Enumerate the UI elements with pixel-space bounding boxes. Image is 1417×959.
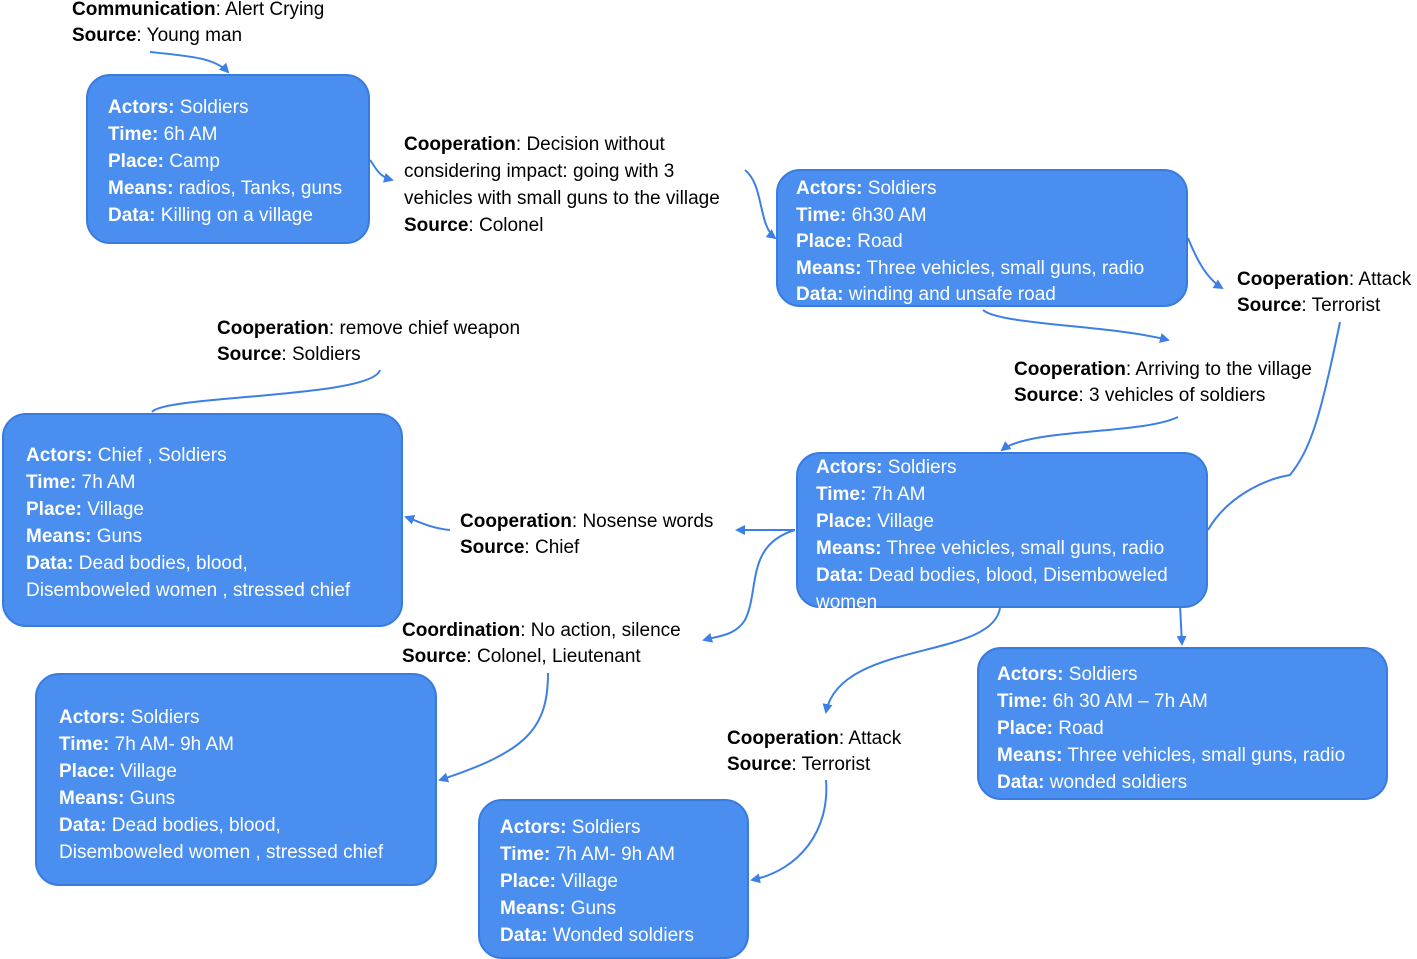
label-row: Source: Colonel, Lieutenant: [402, 646, 641, 667]
node-chief-village: Actors: Chief , Soldiers Time: 7h AM Pla…: [2, 413, 403, 627]
node-row: Place: Camp: [108, 151, 220, 172]
connector-arriving-to-village: [1000, 416, 1179, 452]
node-row: Data: Wonded soldiers: [500, 925, 694, 946]
node-row: Data: Dead bodies, blood,: [26, 553, 248, 574]
node-row: Time: 6h AM: [108, 124, 218, 145]
node-road: Actors: Soldiers Time: 6h30 AM Place: Ro…: [776, 169, 1188, 307]
node-row: Means: Three vehicles, small guns, radio: [816, 538, 1165, 559]
node-village-arrival: Actors: Soldiers Time: 7h AM Place: Vill…: [796, 452, 1208, 613]
connector-road-to-attack: [1187, 237, 1224, 290]
edge-label-silence: Coordination: No action, silence Source:…: [402, 618, 681, 670]
node-row: Data: wonded soldiers: [997, 772, 1188, 793]
connector-village-to-attack: [822, 607, 1001, 714]
label-row: Source: 3 vehicles of soldiers: [1014, 385, 1266, 406]
node-row: Actors: Soldiers: [997, 664, 1138, 685]
edge-label-nosense: Cooperation: Nosense words Source: Chief: [460, 509, 713, 561]
node-row: Disemboweled women , stressed chief: [59, 842, 384, 863]
edge-label-remove-weapon: Cooperation: remove chief weapon Source:…: [217, 316, 520, 368]
connector-camp-to-decision: [369, 159, 394, 183]
node-row: Time: 7h AM- 9h AM: [500, 844, 675, 865]
edge-label-attack-top: Cooperation: Attack Source: Terrorist: [1237, 267, 1411, 319]
node-row: Time: 7h AM: [26, 472, 136, 493]
connector-attack-to-village: [1207, 321, 1341, 531]
node-row: Actors: Soldiers: [108, 97, 249, 118]
label-row: Cooperation: Arriving to the village: [1014, 359, 1312, 380]
node-row: Actors: Soldiers: [500, 817, 641, 838]
label-row: Source: Soldiers: [217, 344, 361, 365]
edge-label-attack-bottom: Cooperation: Attack Source: Terrorist: [727, 726, 901, 778]
node-row: Actors: Chief , Soldiers: [26, 445, 227, 466]
connector-nosense-to-chief: [404, 514, 451, 531]
node-road-wounded: Actors: Soldiers Time: 6h 30 AM – 7h AM …: [977, 647, 1388, 800]
label-row: Coordination: No action, silence: [402, 620, 681, 641]
node-row: Data: Dead bodies, blood,: [59, 815, 281, 836]
node-row: Actors: Soldiers: [796, 178, 937, 199]
edge-label-arriving: Cooperation: Arriving to the village Sou…: [1014, 357, 1312, 409]
label-row: Cooperation: Attack: [727, 728, 902, 749]
node-row: Actors: Soldiers: [816, 457, 957, 478]
label-row: Source: Terrorist: [1237, 295, 1381, 316]
node-row: Place: Village: [26, 499, 144, 520]
connector-alert-to-camp: [149, 51, 230, 74]
node-row: Data: Killing on a village: [108, 205, 313, 226]
node-village-attack: Actors: Soldiers Time: 7h AM- 9h AM Plac…: [478, 799, 749, 959]
edge-label-decision: Cooperation: Decision without considerin…: [404, 131, 720, 239]
node-row: Place: Road: [997, 718, 1104, 739]
node-row: Means: Guns: [26, 526, 143, 547]
label-row: Source: Terrorist: [727, 754, 871, 775]
connector-decision-to-road: [744, 169, 777, 240]
node-row: Place: Village: [59, 761, 177, 782]
label-row: Source: Young man: [72, 25, 243, 46]
node-row: Data: Dead bodies, blood, Disemboweled: [816, 565, 1168, 586]
label-row: Cooperation: Nosense words: [460, 511, 714, 532]
label-row: Source: Chief: [460, 537, 580, 558]
node-row: Actors: Soldiers: [59, 707, 200, 728]
connector-remove-weapon: [151, 369, 381, 413]
node-village-silence: Actors: Soldiers Time: 7h AM- 9h AM Plac…: [35, 673, 437, 886]
node-row: Place: Road: [796, 231, 903, 252]
connector-village-to-silence: [702, 529, 796, 643]
label-row: Communication: Alert Crying: [72, 0, 325, 20]
edge-label-alert-crying: Communication: Alert Crying Source: Youn…: [72, 0, 324, 49]
node-row: Time: 7h AM- 9h AM: [59, 734, 234, 755]
node-row: Means: Three vehicles, small guns, radio: [796, 257, 1145, 279]
label-row: Cooperation: Attack: [1237, 269, 1412, 290]
label-row: vehicles with small guns to the village: [404, 188, 720, 209]
node-row: women: [816, 592, 878, 613]
node-row: Means: Guns: [59, 788, 176, 809]
node-row: Disemboweled women , stressed chief: [26, 580, 351, 601]
connector-silence-to-soldiers: [438, 672, 549, 783]
node-row: Time: 7h AM: [816, 484, 926, 505]
node-row: Means: radios, Tanks, guns: [108, 178, 343, 199]
connector-road-to-arriving: [982, 309, 1170, 343]
node-row: Means: Three vehicles, small guns, radio: [997, 745, 1346, 766]
label-row: Source: Colonel: [404, 215, 544, 236]
node-row: Means: Guns: [500, 898, 617, 919]
node-row: Time: 6h30 AM: [796, 204, 927, 226]
node-camp: Actors: Soldiers Time: 6h AM Place: Camp…: [86, 74, 370, 244]
connector-village-to-wounded: [1176, 604, 1187, 646]
label-row: considering impact: going with 3: [404, 161, 675, 182]
node-row: Data: winding and unsafe road: [796, 284, 1056, 305]
label-row: Cooperation: remove chief weapon: [217, 318, 521, 339]
connector-attack-to-wonded: [750, 779, 828, 884]
node-row: Place: Village: [816, 511, 934, 532]
node-row: Time: 6h 30 AM – 7h AM: [997, 691, 1208, 712]
node-row: Place: Village: [500, 871, 618, 892]
label-row: Cooperation: Decision without: [404, 134, 665, 155]
